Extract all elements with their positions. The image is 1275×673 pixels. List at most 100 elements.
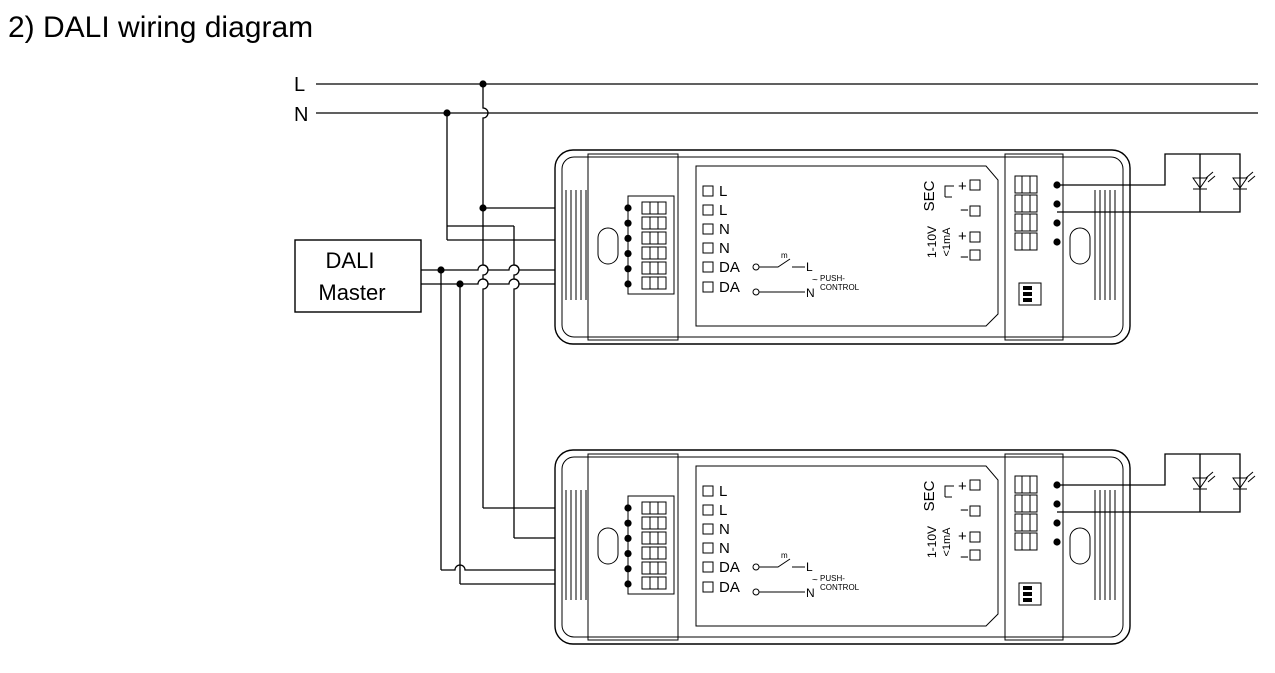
left-terminal-block: [587, 153, 679, 341]
output-screw: [1014, 213, 1038, 232]
out-minus-1: −: [960, 202, 969, 219]
driver-housing-inner: [561, 156, 1124, 338]
junction-n: [443, 109, 451, 117]
terminal-box: [702, 223, 714, 235]
out-plus-2: +: [958, 528, 967, 545]
led-rays: [1245, 171, 1256, 183]
terminal-dot: [624, 204, 632, 212]
wire-da1-driver2: [441, 564, 628, 571]
terminal-screw: [641, 561, 667, 575]
terminal-label-4: N: [719, 540, 730, 557]
sec-label: SEC: [921, 480, 938, 511]
terminal-dot: [624, 504, 632, 512]
range-label: 1-10V: [925, 226, 939, 258]
terminal-label-3: N: [719, 521, 730, 538]
driver-housing: [554, 449, 1131, 645]
output-dot: [1053, 219, 1061, 227]
right-mount-slot: [1069, 227, 1091, 265]
terminal-label-6: DA: [719, 279, 740, 296]
out-minus-2: −: [960, 549, 969, 566]
dali-master-label-1: DALI: [326, 248, 375, 273]
led-rays: [1245, 471, 1256, 483]
terminal-box: [702, 542, 714, 554]
range-label: 1-10V: [925, 526, 939, 558]
line-label-l: L: [294, 74, 305, 96]
terminal-screw: [641, 201, 667, 215]
push-control-label-2: CONTROL: [820, 283, 860, 292]
terminal-dot: [624, 565, 632, 573]
push-control-label-1: PUSH-: [820, 574, 845, 583]
terminal-dot: [624, 534, 632, 542]
page-title: 2) DALI wiring diagram: [8, 11, 314, 44]
push-l-label: L: [806, 260, 813, 274]
output-screw: [1014, 532, 1038, 551]
switch-mark: m: [781, 251, 788, 260]
junction-l-branch: [479, 204, 487, 212]
terminal-screw: [641, 546, 667, 560]
led-wiring: [1057, 453, 1241, 513]
output-dot: [1053, 238, 1061, 246]
terminal-label-5: DA: [719, 559, 740, 576]
output-dot: [1053, 500, 1061, 508]
terminal-label-1: L: [719, 483, 727, 500]
out-plus-1: +: [958, 178, 967, 195]
terminal-screw: [641, 216, 667, 230]
terminal-label-4: N: [719, 240, 730, 257]
output-box-3: [969, 531, 981, 543]
terminal-dot: [624, 234, 632, 242]
output-box-4: [969, 249, 981, 261]
terminal-label-3: N: [719, 221, 730, 238]
terminal-box: [702, 523, 714, 535]
terminal-label-5: DA: [719, 259, 740, 276]
terminal-label-2: L: [719, 202, 727, 219]
terminal-label-1: L: [719, 183, 727, 200]
out-plus-2: +: [958, 228, 967, 245]
terminal-dot: [624, 519, 632, 527]
terminal-dot: [624, 219, 632, 227]
push-n-label: N: [806, 586, 815, 600]
dip-lever: [1023, 286, 1032, 290]
dip-lever: [1023, 298, 1032, 302]
drivers: LLNNDADAmLNPUSH-CONTROL~SEC1-10V<1mA+−+−…: [554, 149, 1256, 645]
led-icon-2: [1232, 177, 1248, 189]
led-icon-2: [1232, 477, 1248, 489]
switch-arm: [759, 258, 791, 268]
switch-mark: m: [781, 551, 788, 560]
output-screw: [1014, 194, 1038, 213]
terminal-screw: [641, 276, 667, 290]
terminal-box: [702, 581, 714, 593]
terminal-screw: [641, 516, 667, 530]
dip-lever: [1023, 586, 1032, 590]
terminal-screw: [641, 246, 667, 260]
output-dot: [1053, 538, 1061, 546]
left-mount-slot: [597, 527, 619, 565]
output-box-4: [969, 549, 981, 561]
terminal-box: [702, 485, 714, 497]
led-rays: [1205, 171, 1216, 183]
right-mount-slot: [1069, 527, 1091, 565]
dip-switch: [1018, 282, 1042, 306]
out-minus-2: −: [960, 249, 969, 266]
output-box-1: [969, 179, 981, 191]
terminal-label-6: DA: [719, 579, 740, 596]
push-control-label-2: CONTROL: [820, 583, 860, 592]
output-screw: [1014, 494, 1038, 513]
sec-symbol: [944, 485, 954, 498]
output-screw: [1014, 232, 1038, 251]
led-icon-1: [1192, 477, 1208, 489]
terminal-box: [702, 185, 714, 197]
driver-housing: [554, 149, 1131, 345]
label-plate: [695, 165, 999, 327]
dip-lever: [1023, 592, 1032, 596]
output-screw: [1014, 513, 1038, 532]
left-terminal-strip: [627, 195, 675, 295]
output-box-2: [969, 505, 981, 517]
current-label: <1mA: [941, 527, 953, 557]
dip-switch: [1018, 582, 1042, 606]
wire-n-branch: [513, 226, 520, 538]
output-screw: [1014, 175, 1038, 194]
line-label-n: N: [294, 104, 308, 126]
wire-l-drop: [482, 84, 489, 208]
